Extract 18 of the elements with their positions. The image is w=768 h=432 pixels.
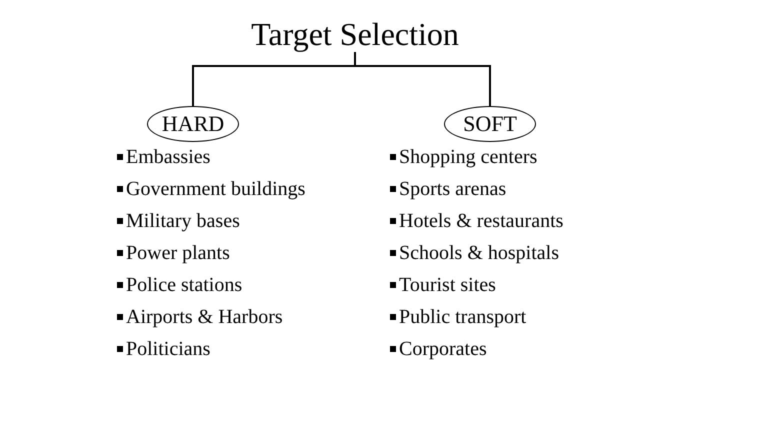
list-item: Public transport	[399, 306, 526, 328]
list-item: Tourist sites	[399, 274, 496, 296]
list-item: Power plants	[126, 242, 230, 264]
category-ellipse: SOFT	[444, 106, 536, 142]
list-item: Politicians	[126, 338, 210, 360]
category-ellipse: HARD	[147, 106, 239, 142]
list-item: Sports arenas	[399, 178, 506, 200]
list-item: Embassies	[126, 146, 210, 168]
list-item: Hotels & restaurants	[399, 210, 564, 232]
connector-line	[354, 52, 491, 106]
list-item: Corporates	[399, 338, 487, 360]
list-item: Police stations	[126, 274, 242, 296]
list-item: Airports & Harbors	[126, 306, 283, 328]
list-item: Schools & hospitals	[399, 242, 560, 264]
list-item: Shopping centers	[399, 146, 538, 168]
heading-text: Target Selection	[240, 14, 470, 54]
list-item: Military bases	[126, 210, 240, 232]
list-item: Government buildings	[126, 178, 306, 200]
